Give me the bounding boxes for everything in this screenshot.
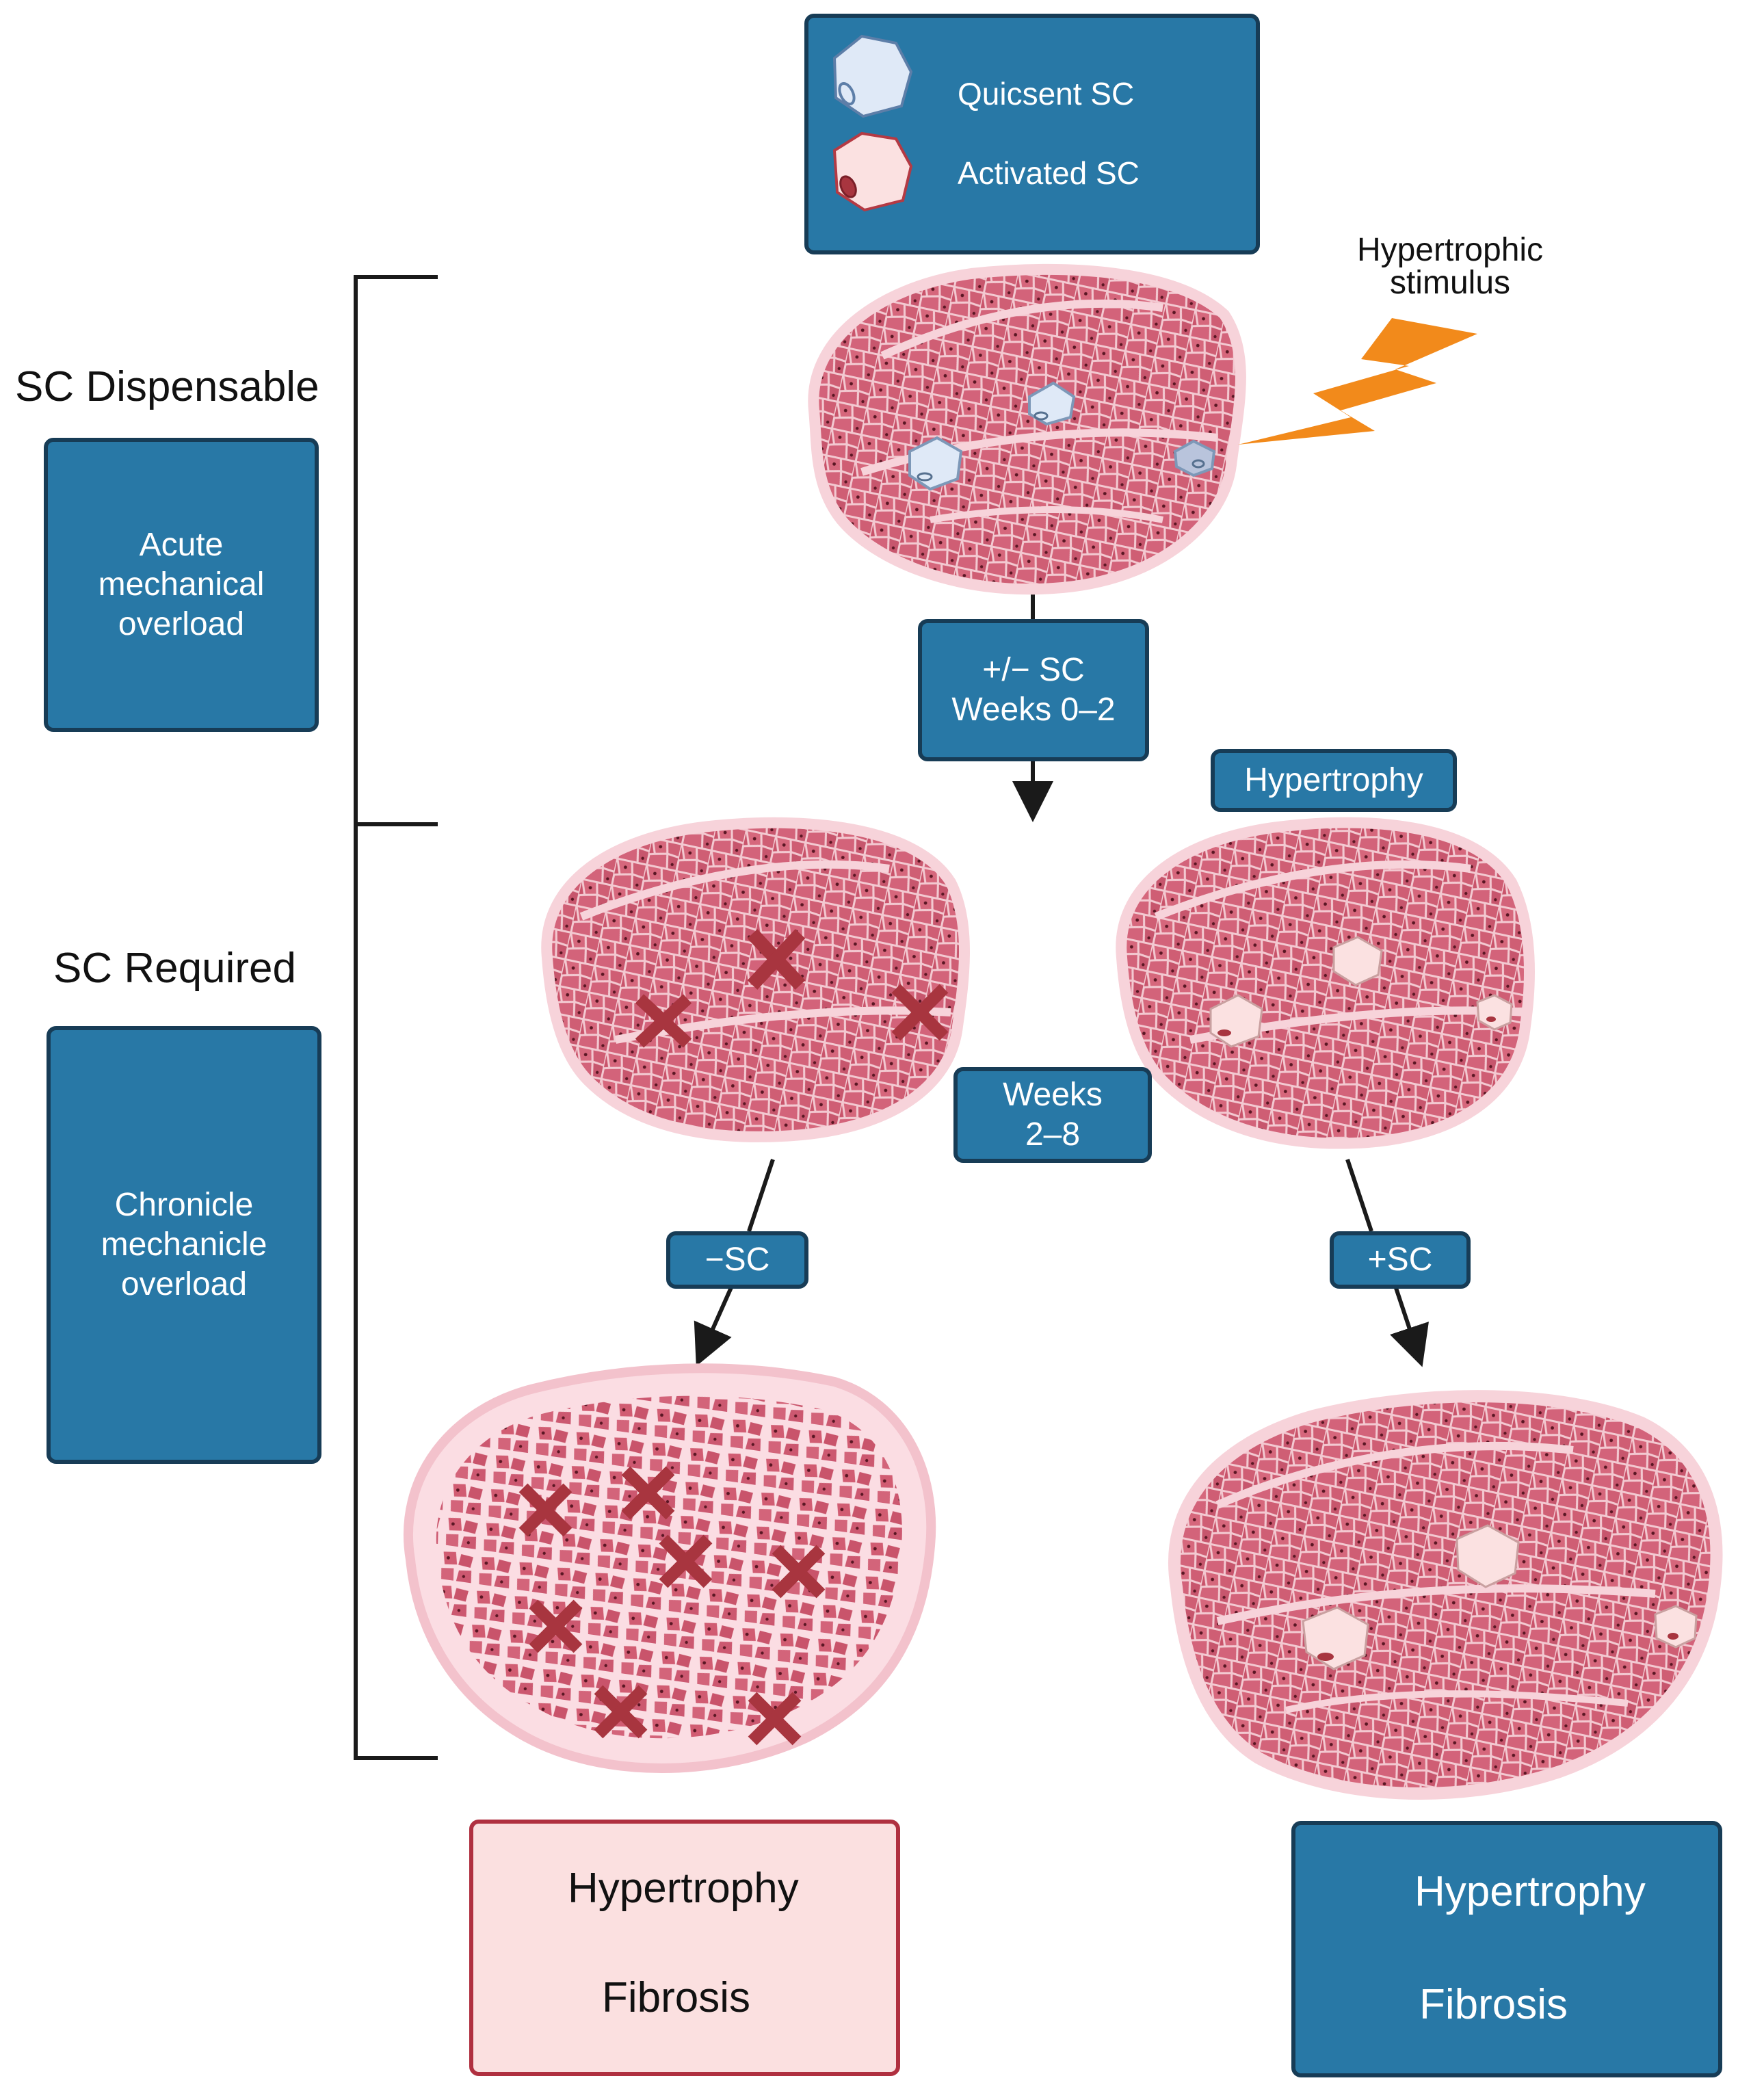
cross-icon [659,1534,713,1588]
muscle-bottom-right [1168,1390,1723,1800]
lightning-icon [1238,318,1477,445]
cross-icon [748,1692,802,1746]
line-left-to-minus-sc [747,1159,775,1232]
quiescent-cell-icon [832,34,913,118]
cross-icon [621,1466,675,1520]
step-sc-weeks-0-2-text: +/− SC Weeks 0–2 [951,652,1116,728]
activated-cell-icon [1332,936,1383,986]
line-right-to-plus-sc [1345,1159,1373,1232]
step-weeks-2-8-text: Weeks 2–8 [1003,1077,1103,1153]
step-sc-weeks-0-2: +/− SC Weeks 0–2 [918,619,1149,761]
hypertrophy-tag: Hypertrophy [1211,749,1457,812]
step-plus-sc-text: +SC [1367,1242,1433,1278]
outcome-right-hypertrophy: Hypertrophy [1414,1868,1646,1915]
quiescent-cell-icon [908,436,963,491]
quiescent-cell-icon [1173,439,1216,477]
outcome-left-fibrosis: Fibrosis [602,1974,751,2021]
cross-icon [772,1545,826,1599]
phase-dispensable-box: Acute mechanical overload [44,438,319,732]
bracket-required [354,822,438,1760]
activated-cell-icon [1209,994,1263,1048]
stimulus-label: Hypertrophic stimulus [1334,234,1566,300]
cross-icon [518,1483,572,1537]
cross-icon [747,929,806,990]
activated-cell-icon [1456,1524,1520,1588]
stimulus-label-line1: Hypertrophic [1356,232,1544,268]
legend-quiescent-label: Quicsent SC [958,76,1135,111]
activated-cell-icon [832,131,913,212]
muscle-middle-right [1116,817,1535,1149]
step-minus-sc: −SC [666,1231,808,1289]
step-minus-sc-text: −SC [705,1242,770,1278]
activated-cell-icon [1654,1605,1698,1649]
outcome-left-hypertrophy: Hypertrophy [568,1865,799,1912]
outcome-right-box [1291,1821,1722,2077]
muscle-top [808,263,1246,595]
activated-cell-icon [1302,1606,1369,1670]
cross-icon [529,1599,583,1653]
stimulus-label-line2: stimulus [1389,265,1511,301]
arrow-plus-sc-to-right [1390,1285,1429,1367]
legend-activated-label: Activated SC [958,155,1140,191]
cross-icon [594,1685,648,1739]
hypertrophy-tag-text: Hypertrophy [1244,762,1423,798]
phase-dispensable-title: SC Dispensable [15,363,319,410]
legend-icons [832,34,913,212]
phase-required-box: Chronicle mechanicle overload [47,1026,321,1464]
phase-dispensable-text: Acute mechanical overload [98,527,265,642]
activated-cell-icon [1476,994,1513,1031]
phase-required-text: Chronicle mechanicle overload [101,1187,267,1302]
muscle-bottom-left-fibrotic [403,1363,936,1773]
outcome-right-fibrosis: Fibrosis [1419,1981,1568,2028]
step-weeks-2-8: Weeks 2–8 [953,1067,1152,1163]
cross-icon [635,994,692,1048]
quiescent-cell-icon [1028,381,1076,426]
step-plus-sc: +SC [1330,1231,1471,1289]
cross-icon [891,984,949,1041]
phase-required-title: SC Required [53,945,296,992]
bracket-dispensable [354,275,438,826]
arrow-minus-sc-to-left [694,1285,734,1367]
outcome-left-box [469,1820,900,2076]
